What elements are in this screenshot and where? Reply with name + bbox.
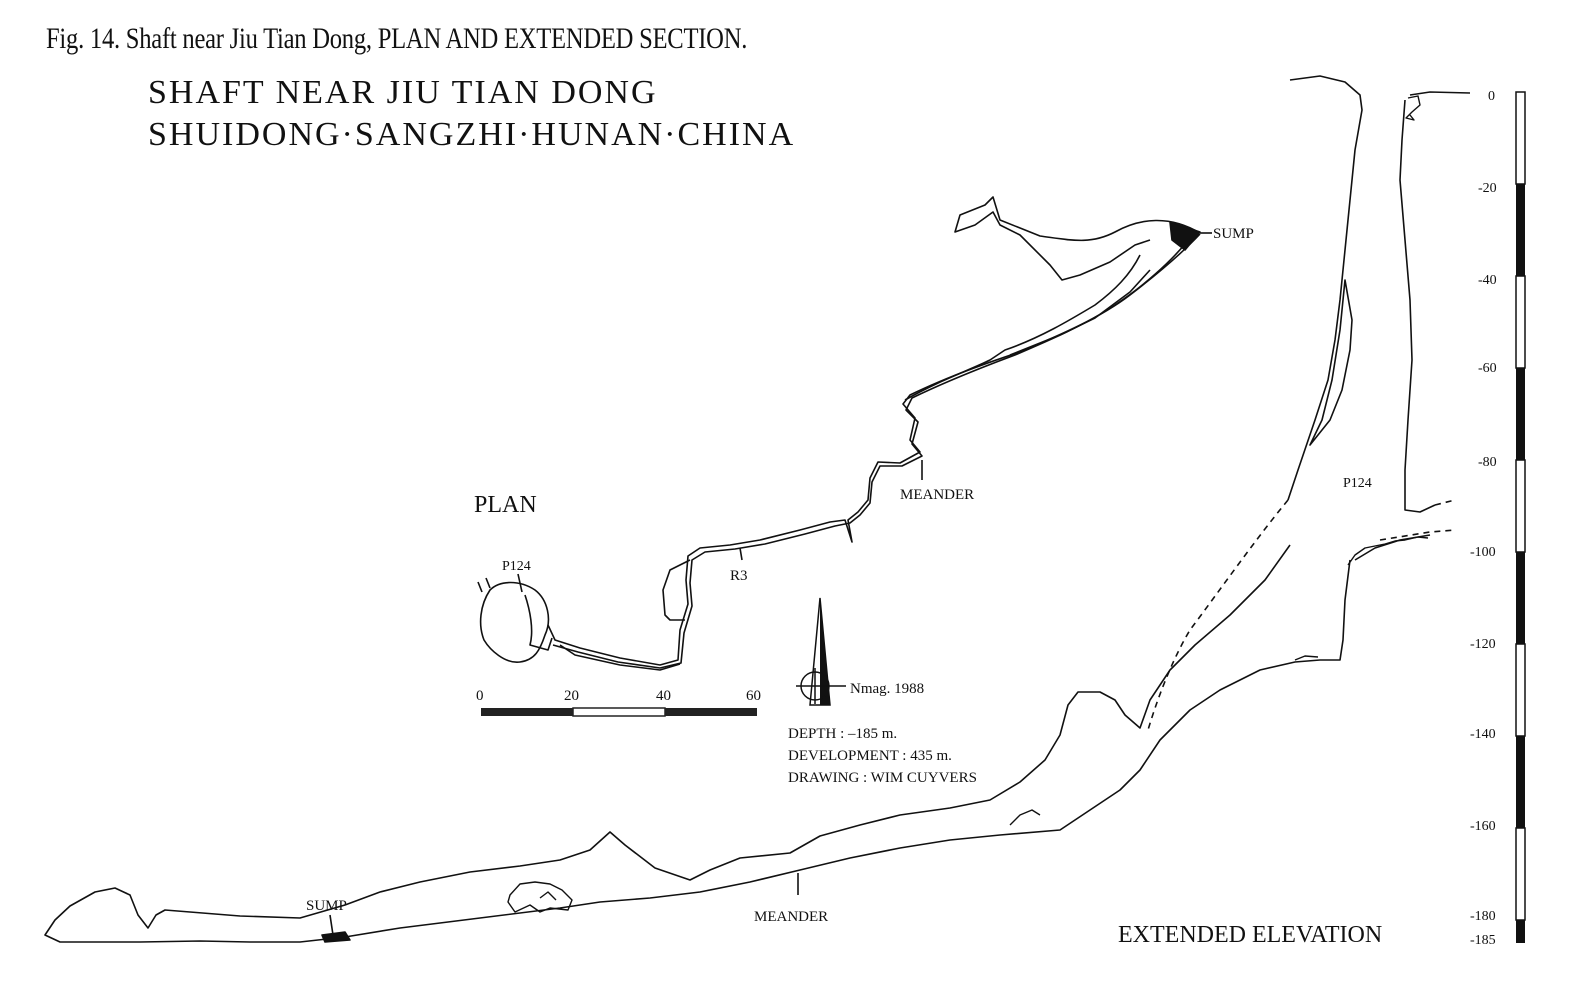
- depth-bar-white-2: [1515, 275, 1526, 369]
- plan-main-passage-wall-3: [904, 254, 1151, 401]
- elevation-dashed-link: [1147, 499, 1456, 731]
- elevation-label: EXTENDED ELEVATION: [1118, 922, 1382, 948]
- scale-tick-60: 60: [746, 688, 761, 704]
- scale-tick-0: 0: [476, 688, 484, 704]
- elevation-p124-label: P124: [1343, 476, 1372, 491]
- elevation-right-wall: [1399, 91, 1471, 513]
- plan-entrance-mark-1: [477, 581, 483, 593]
- elevation-ledge: [44, 534, 1431, 943]
- plan-label: PLAN: [474, 492, 537, 518]
- elevation-boulders-left: [507, 881, 573, 913]
- elevation-sump-label: SUMP: [306, 898, 347, 914]
- depth-bar-black-2: [1516, 368, 1525, 460]
- depth-tick-140: -140: [1470, 727, 1496, 742]
- plan-r3-leader: [739, 547, 743, 561]
- depth-tick-185: -185: [1470, 933, 1496, 948]
- elevation-sump-fill: [321, 931, 351, 943]
- depth-bar-black-3: [1516, 552, 1525, 644]
- plan-scale-bar: 0 20 40 60: [476, 688, 761, 717]
- plan-r3-label: R3: [730, 568, 748, 584]
- depth-tick-180: -180: [1470, 909, 1496, 924]
- survey-location: SHUIDONG·SANGZHI·HUNAN·CHINA: [148, 116, 796, 153]
- depth-tick-40: -40: [1478, 273, 1497, 288]
- plan-p124-inner: [524, 594, 553, 651]
- scale-tick-40: 40: [656, 688, 671, 704]
- plan-sump-label: SUMP: [1213, 226, 1254, 242]
- plan-p124-leader: [517, 573, 523, 593]
- plan-main-passage-wall-2: [552, 243, 1186, 669]
- north-arrow-label: Nmag. 1988: [850, 681, 924, 697]
- plan-sump-fill: [1169, 221, 1201, 251]
- survey-title: SHAFT NEAR JIU TIAN DONG: [148, 74, 658, 111]
- elevation-boulders-right: [1347, 536, 1429, 566]
- scale-tick-20: 20: [564, 688, 579, 704]
- plan-meander-label: MEANDER: [900, 487, 974, 503]
- depth-tick-160: -160: [1470, 819, 1496, 834]
- depth-tick-80: -80: [1478, 455, 1497, 470]
- depth-bar-black-1: [1516, 184, 1525, 276]
- depth-scale: 0 -20 -40 -60 -80 -100 -120 -140 -160 -1…: [1470, 89, 1526, 948]
- depth-tick-20: -20: [1478, 181, 1497, 196]
- depth-tick-0: 0: [1488, 89, 1495, 104]
- depth-bar-black-4: [1516, 736, 1525, 828]
- elevation-sump-leader: [329, 914, 334, 936]
- plan-lower-loop: [559, 559, 691, 671]
- development-info: DEVELOPMENT : 435 m.: [788, 748, 952, 764]
- figure-caption: Fig. 14. Shaft near Jiu Tian Dong, PLAN …: [46, 22, 748, 55]
- depth-bar-white-1: [1515, 91, 1526, 185]
- plan-p124-chamber: [479, 581, 550, 663]
- depth-bar-white-4: [1515, 643, 1526, 737]
- plan-passage-upper-loop: [954, 196, 1201, 281]
- plan-p124-label: P124: [502, 559, 531, 574]
- depth-bar-white-5: [1515, 827, 1526, 921]
- plan-view: [477, 196, 1212, 671]
- depth-bar-white-3: [1515, 459, 1526, 553]
- scale-bar-segment-2: [572, 707, 666, 717]
- elevation-boulders-mid: [1009, 655, 1319, 826]
- north-arrow-icon: [796, 597, 846, 706]
- depth-tick-120: -120: [1470, 637, 1496, 652]
- elevation-entrance-shaft: [1287, 75, 1363, 501]
- depth-bar-black-5: [1516, 920, 1525, 943]
- drawing-info: DRAWING : WIM CUYVERS: [788, 770, 977, 786]
- scale-bar-segment-3: [665, 708, 757, 716]
- depth-tick-60: -60: [1478, 361, 1497, 376]
- scale-bar-segment-1: [481, 708, 573, 716]
- elevation-meander-label: MEANDER: [754, 909, 828, 925]
- depth-tick-100: -100: [1470, 545, 1496, 560]
- depth-info: DEPTH : –185 m.: [788, 726, 897, 742]
- elevation-shaft-inner: [1309, 279, 1353, 446]
- elevation-right-blocks-top: [1405, 95, 1421, 121]
- elevation-view: [44, 75, 1471, 943]
- plan-entrance-mark-2: [485, 577, 491, 589]
